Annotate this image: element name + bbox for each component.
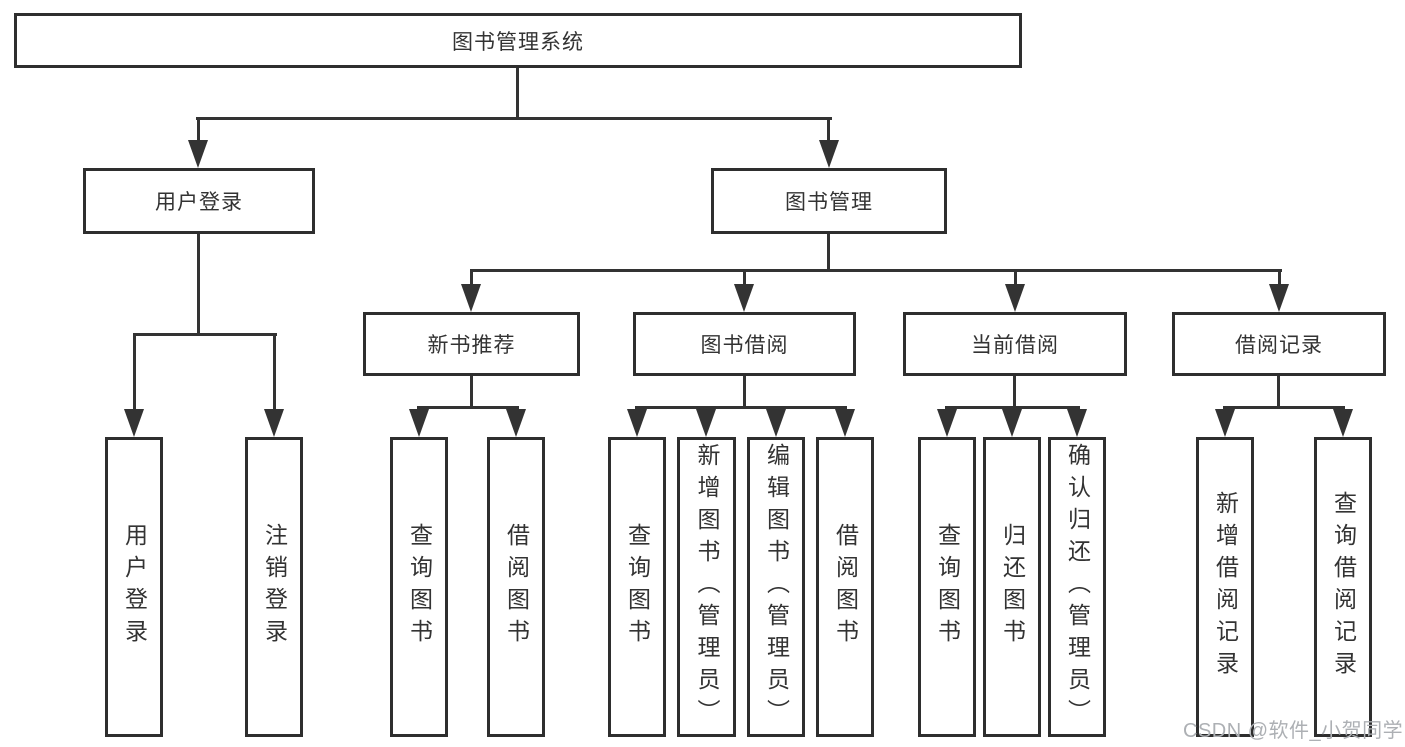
leaf-add-borrow-record: 新增借阅记录: [1196, 437, 1254, 737]
node-current-borrowing-label: 当前借阅: [971, 334, 1059, 357]
connector-line: [273, 334, 276, 411]
node-new-book-recommend-label: 新书推荐: [427, 334, 516, 357]
arrow-down-icon: [461, 284, 481, 312]
arrow-down-icon: [188, 140, 208, 168]
connector-line: [470, 376, 473, 409]
leaf-borrow-books-1: 借阅图书: [487, 437, 545, 737]
leaf-query-books-2: 查询图书: [608, 437, 666, 737]
leaf-query-books-2-label: 查询图书: [624, 523, 651, 651]
connector-line: [133, 333, 277, 336]
connector-line: [1014, 270, 1017, 286]
connector-line: [743, 270, 746, 286]
connector-line: [635, 406, 847, 409]
arrow-down-icon: [696, 409, 716, 437]
leaf-borrow-books-2: 借阅图书: [816, 437, 874, 737]
node-new-book-recommend: 新书推荐: [363, 312, 580, 376]
connector-line: [827, 234, 830, 272]
connector-line: [1013, 376, 1016, 409]
leaf-query-books-3: 查询图书: [918, 437, 976, 737]
arrow-down-icon: [937, 409, 957, 437]
leaf-borrow-books-2-label: 借阅图书: [832, 523, 859, 651]
connector-line: [470, 270, 473, 286]
connector-line: [827, 118, 830, 143]
leaf-return-books: 归还图书: [983, 437, 1041, 737]
leaf-query-books-1-label: 查询图书: [406, 523, 433, 651]
node-borrowing-records-label: 借阅记录: [1235, 334, 1323, 357]
leaf-logout-label: 注销登录: [261, 523, 288, 651]
arrow-down-icon: [264, 409, 284, 437]
connector-line: [743, 376, 746, 409]
arrow-down-icon: [1005, 284, 1025, 312]
connector-line: [945, 406, 1080, 409]
leaf-confirm-return-admin: 确认归还（管理员）: [1048, 437, 1106, 737]
leaf-user-login-label: 用户登录: [121, 523, 148, 651]
connector-line: [516, 68, 519, 118]
leaf-query-books-1: 查询图书: [390, 437, 448, 737]
leaf-edit-books-admin-label: 编辑图书（管理员）: [763, 443, 790, 731]
leaf-confirm-return-admin-label: 确认归还（管理员）: [1064, 443, 1091, 731]
arrow-down-icon: [1215, 409, 1235, 437]
connector-line: [133, 334, 136, 411]
leaf-add-borrow-record-label: 新增借阅记录: [1212, 491, 1239, 683]
arrow-down-icon: [1002, 409, 1022, 437]
connector-line: [1223, 406, 1345, 409]
arrow-down-icon: [1333, 409, 1353, 437]
node-user-login: 用户登录: [83, 168, 315, 234]
node-book-borrowing-label: 图书借阅: [700, 334, 789, 357]
node-root-label: 图书管理系统: [452, 30, 584, 54]
connector-line: [196, 117, 832, 120]
arrow-down-icon: [124, 409, 144, 437]
arrow-down-icon: [819, 140, 839, 168]
node-root: 图书管理系统: [14, 13, 1022, 68]
node-book-borrowing: 图书借阅: [633, 312, 856, 376]
leaf-borrow-books-1-label: 借阅图书: [503, 523, 530, 651]
leaf-query-books-3-label: 查询图书: [934, 523, 961, 651]
leaf-query-borrow-record: 查询借阅记录: [1314, 437, 1372, 737]
connector-line: [1277, 376, 1280, 409]
node-current-borrowing: 当前借阅: [903, 312, 1127, 376]
arrow-down-icon: [627, 409, 647, 437]
connector-line: [197, 118, 200, 143]
connector-line: [197, 234, 200, 336]
connector-line: [1278, 270, 1281, 286]
csdn-watermark: CSDN @软件_小贺同学: [1183, 720, 1404, 742]
arrow-down-icon: [766, 409, 786, 437]
node-book-management: 图书管理: [711, 168, 947, 234]
arrow-down-icon: [734, 284, 754, 312]
node-book-management-label: 图书管理: [785, 191, 873, 214]
arrow-down-icon: [835, 409, 855, 437]
arrow-down-icon: [1067, 409, 1087, 437]
leaf-query-borrow-record-label: 查询借阅记录: [1330, 491, 1357, 683]
node-user-login-label: 用户登录: [155, 191, 243, 214]
connector-line: [417, 406, 519, 409]
leaf-return-books-label: 归还图书: [999, 523, 1026, 651]
leaf-add-books-admin-label: 新增图书（管理员）: [694, 443, 720, 731]
connector-line: [470, 269, 1282, 272]
leaf-user-login: 用户登录: [105, 437, 163, 737]
arrow-down-icon: [1269, 284, 1289, 312]
leaf-add-books-admin: 新增图书（管理员）: [677, 437, 736, 737]
arrow-down-icon: [506, 409, 526, 437]
leaf-logout: 注销登录: [245, 437, 303, 737]
node-borrowing-records: 借阅记录: [1172, 312, 1386, 376]
arrow-down-icon: [409, 409, 429, 437]
leaf-edit-books-admin: 编辑图书（管理员）: [747, 437, 805, 737]
